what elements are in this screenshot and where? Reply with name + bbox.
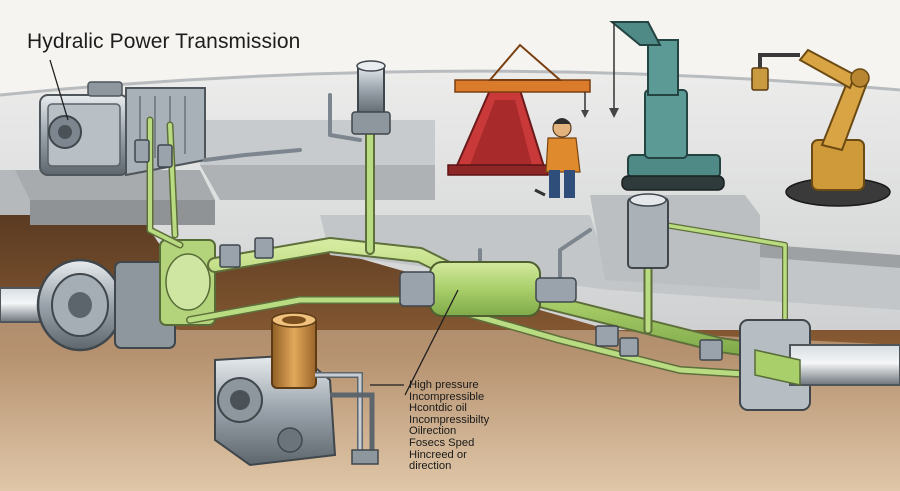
motor-platform-side (30, 200, 215, 225)
main-pump (159, 239, 216, 326)
annotation-line: Hincreed or (409, 448, 467, 461)
shaft-icon (0, 258, 176, 352)
annotation-line: direction (409, 460, 452, 473)
floor-top-edge (0, 69, 900, 97)
center-block (200, 120, 435, 165)
hydraulic-cylinder (399, 261, 577, 317)
annotation-line: High pressure (409, 379, 479, 391)
annotation-line: Incompressible (409, 390, 485, 403)
robotic-arm-icon (751, 48, 891, 207)
annotation-line: Oilrection (409, 425, 457, 438)
mobile-crane-icon (609, 21, 725, 191)
annotation-leaders (49, 59, 459, 396)
riser-valve (351, 60, 391, 135)
junction-block (739, 319, 900, 411)
motor-platform (15, 170, 215, 200)
motor-icon (39, 81, 206, 177)
hydraulic-pump-icon (214, 312, 379, 467)
diagram-title: Hydralic Power Transmission (27, 30, 301, 53)
annotation-line: Hcontdic oil (409, 402, 467, 415)
center-block-side (200, 165, 435, 200)
valve-fittings (134, 139, 723, 361)
worker-icon (534, 118, 581, 198)
right-valve (627, 193, 669, 269)
annotation-list: High pressure Incompressible Hcontdic oi… (409, 379, 490, 473)
gantry-crane-icon (447, 43, 591, 176)
right-block (590, 195, 760, 290)
annotation-line: Fosecs Sped (409, 436, 475, 449)
annotation-line: Incompressibilty (409, 413, 490, 426)
